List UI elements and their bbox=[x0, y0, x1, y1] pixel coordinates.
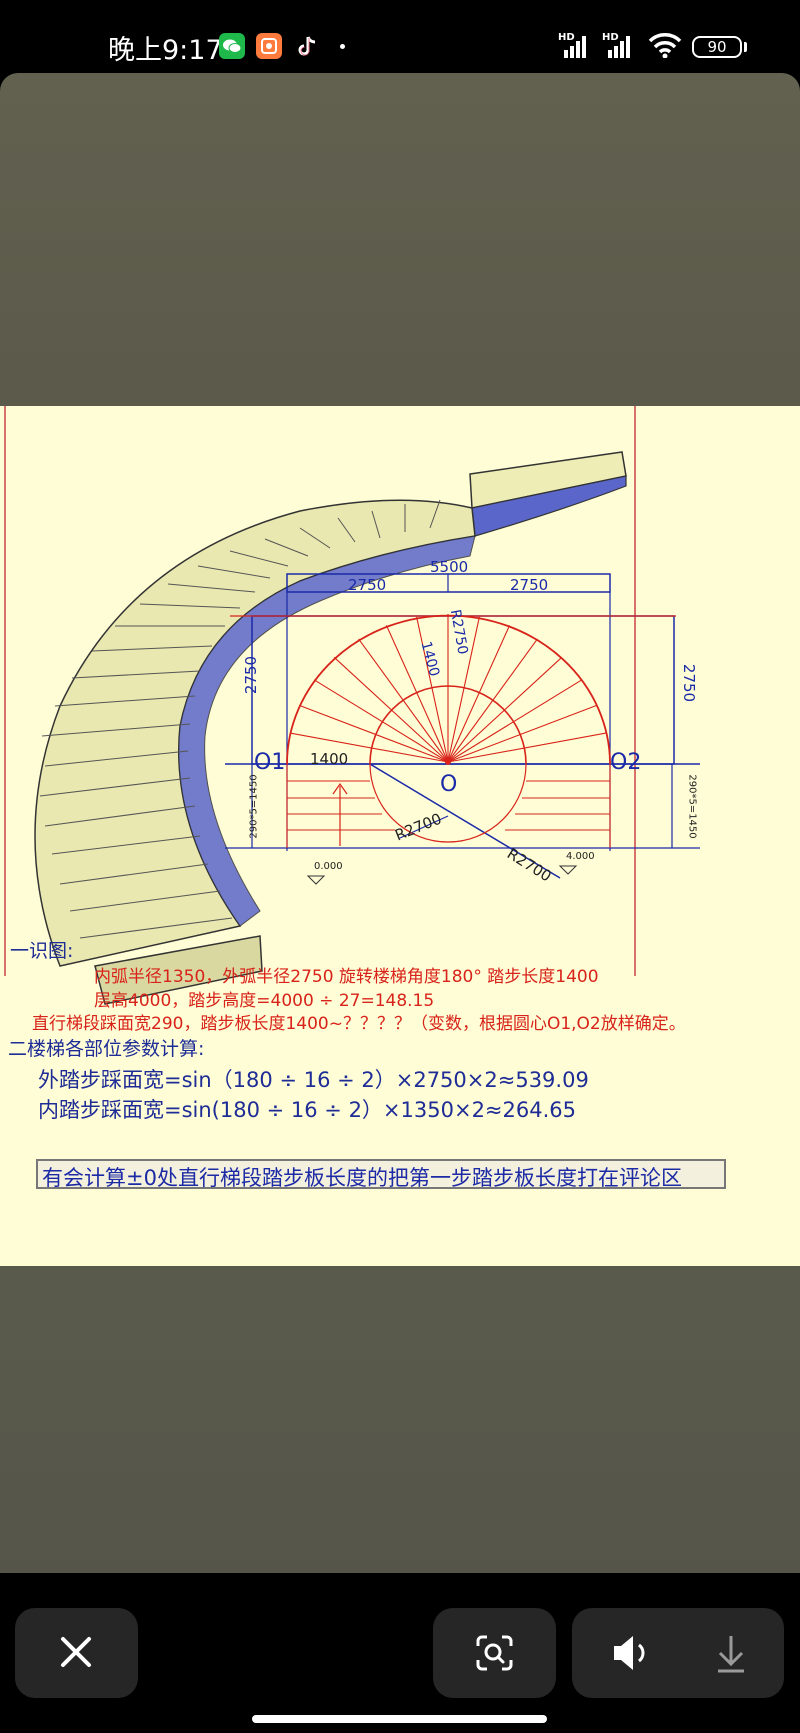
label-o2: O2 bbox=[610, 750, 642, 775]
comment-prompt-box: 有会计算±0处直行梯段踏步板长度的把第一步踏步板长度打在评论区 bbox=[36, 1159, 726, 1190]
battery-indicator: 90 bbox=[692, 36, 742, 58]
radial-line bbox=[447, 656, 563, 763]
dim-half-right: 2750 bbox=[510, 576, 549, 594]
close-icon bbox=[61, 1637, 91, 1667]
battery-level: 90 bbox=[707, 38, 727, 56]
hd-label: HD bbox=[558, 32, 575, 43]
heading-identify: 一识图: bbox=[10, 940, 74, 962]
stair-drawing-photo[interactable]: 5500 2750 2750 2750 2750 R2750 1400 O1 O… bbox=[0, 406, 800, 1266]
signal-icon bbox=[608, 36, 630, 58]
radial-line bbox=[447, 732, 606, 763]
comment-prompt-text: 有会计算±0处直行梯段踏步板长度的把第一步踏步板长度打在评论区 bbox=[42, 1166, 682, 1190]
heading-calc: 二楼梯各部位参数计算: bbox=[8, 1038, 205, 1060]
lens-scan-button[interactable] bbox=[433, 1608, 556, 1698]
stair-drawing bbox=[4, 406, 700, 1005]
radial-line bbox=[447, 704, 597, 763]
radial-line bbox=[290, 732, 449, 763]
dim-side-left: 290*5=1450 bbox=[248, 774, 260, 839]
tiktok-icon bbox=[294, 33, 320, 59]
radial-line bbox=[358, 638, 449, 763]
formula-outer: 外踏步踩面宽=sin（180 ÷ 16 ÷ 2）×2750×2≈539.09 bbox=[38, 1068, 589, 1092]
level-end: 4.000 bbox=[566, 851, 595, 862]
lens-scan-icon bbox=[476, 1635, 513, 1671]
dim-half-left: 2750 bbox=[348, 576, 387, 594]
radial-line bbox=[416, 616, 449, 763]
home-indicator[interactable] bbox=[252, 1715, 547, 1723]
xiaohongshu-icon bbox=[256, 33, 282, 59]
radial-line bbox=[333, 656, 449, 763]
radial-line bbox=[313, 679, 449, 763]
wechat-icon bbox=[219, 33, 245, 59]
audio-download-group bbox=[572, 1608, 784, 1698]
dim-left-vertical: 2750 bbox=[242, 655, 261, 695]
bottom-toolbar bbox=[0, 1573, 800, 1733]
formula-inner: 内踏步踩面宽=sin(180 ÷ 16 ÷ 2）×1350×2≈264.65 bbox=[38, 1098, 577, 1122]
signal-icon bbox=[564, 36, 586, 58]
dim-right-vertical: 2750 bbox=[680, 663, 699, 703]
red-line-2: 层高4000，踏步高度=4000 ÷ 27=148.15 bbox=[94, 991, 435, 1011]
dim-total: 5500 bbox=[430, 558, 469, 576]
notification-dot bbox=[340, 44, 345, 49]
label-o: O bbox=[440, 772, 458, 797]
speaker-icon[interactable] bbox=[572, 1608, 678, 1698]
red-line-1: 内弧半径1350，外弧半径2750 旋转楼梯角度180° 踏步长度1400 bbox=[94, 967, 599, 987]
wifi-icon bbox=[648, 33, 682, 58]
level-start: 0.000 bbox=[314, 861, 343, 872]
dim-flat-1400: 1400 bbox=[310, 750, 349, 768]
radial-line bbox=[447, 679, 583, 763]
download-icon[interactable] bbox=[678, 1608, 784, 1698]
hd-label: HD bbox=[602, 32, 619, 43]
spiral-stair-3d bbox=[34, 451, 627, 1005]
battery-nub bbox=[744, 42, 747, 52]
radial-line bbox=[299, 704, 449, 763]
status-time: 晚上9:17 bbox=[108, 35, 223, 66]
radial-line bbox=[447, 616, 480, 763]
dim-side-right: 290*5=1450 bbox=[686, 774, 698, 839]
label-o1: O1 bbox=[254, 750, 286, 775]
radial-line bbox=[385, 625, 449, 763]
red-line-3: 直行梯段踩面宽290，踏步板长度1400~？？？？（变数，根据圆心O1,O2放样… bbox=[32, 1014, 686, 1034]
radial-line bbox=[447, 638, 538, 763]
status-bar: 晚上9:17 HD HD 90 bbox=[0, 0, 800, 72]
radial-line bbox=[447, 625, 511, 763]
close-button[interactable] bbox=[15, 1608, 138, 1698]
image-viewer[interactable]: 5500 2750 2750 2750 2750 R2750 1400 O1 O… bbox=[0, 73, 800, 1573]
plan-view bbox=[225, 573, 700, 885]
